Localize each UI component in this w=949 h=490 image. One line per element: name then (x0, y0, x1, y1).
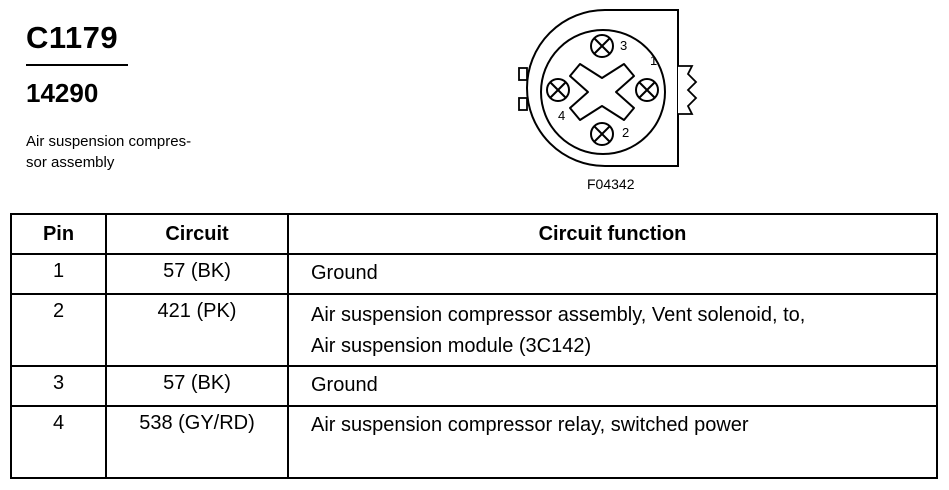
pin-cell: 3 (10, 365, 107, 407)
pin-label-2: 2 (622, 125, 629, 140)
function-cell: Ground (287, 253, 938, 295)
header-circuit: Circuit (105, 213, 289, 255)
pinout-table: Pin Circuit Circuit function 1 57 (BK) G… (10, 213, 938, 479)
table-row: 2 421 (PK) Air suspension compressor ass… (10, 293, 938, 367)
function-cell: Air suspension compressor assembly, Vent… (287, 293, 938, 367)
circuit-cell: 538 (GY/RD) (105, 405, 289, 479)
part-number: 14290 (26, 78, 99, 108)
table-row: 3 57 (BK) Ground (10, 365, 938, 407)
pin-label-1: 1 (650, 53, 657, 68)
header-pin: Pin (10, 213, 107, 255)
center-key (569, 63, 635, 121)
function-cell: Ground (287, 365, 938, 407)
connector-face-diagram: 1 2 3 4 (518, 9, 698, 167)
table-header-row: Pin Circuit Circuit function (10, 213, 938, 255)
latch-tab-right (678, 65, 698, 115)
pin-label-3: 3 (620, 38, 627, 53)
latch-tab-upper-left (518, 67, 528, 81)
pin-label-4: 4 (558, 108, 565, 123)
latch-tab-lower-left (518, 97, 528, 111)
table-row: 4 538 (GY/RD) Air suspension compressor … (10, 405, 938, 479)
circuit-cell: 421 (PK) (105, 293, 289, 367)
function-cell: Air suspension compressor relay, switche… (287, 405, 938, 479)
circuit-cell: 57 (BK) (105, 253, 289, 295)
figure-id: F04342 (587, 176, 635, 192)
pin-cell: 4 (10, 405, 107, 479)
connector-id: C1179 (26, 20, 119, 55)
pin-2-cavity (590, 122, 614, 146)
pin-3-cavity (590, 34, 614, 58)
connector-description: Air suspension compres- sor assembly (26, 133, 192, 171)
header-circuit-function: Circuit function (287, 213, 938, 255)
pin-cell: 1 (10, 253, 107, 295)
pin-4-cavity (546, 78, 570, 102)
circuit-cell: 57 (BK) (105, 365, 289, 407)
table-row: 1 57 (BK) Ground (10, 253, 938, 295)
pin-1-cavity (635, 78, 659, 102)
title-rule (26, 64, 128, 66)
pin-cell: 2 (10, 293, 107, 367)
